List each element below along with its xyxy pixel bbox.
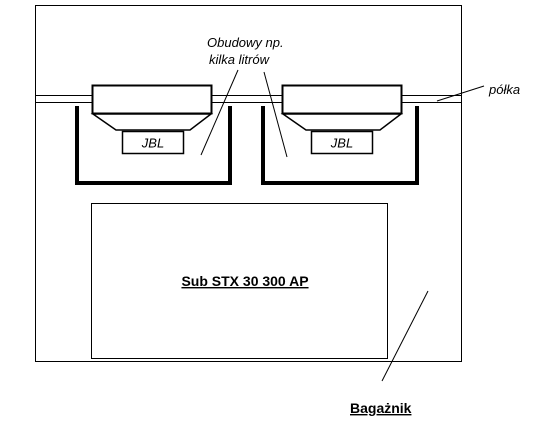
left-speaker: JBL [90, 84, 214, 155]
left-speaker-label: JBL [141, 136, 164, 151]
trunk-label: Bagażnik [350, 400, 412, 416]
enclosures-label-line2: kilka litrów [209, 52, 271, 67]
right-speaker-magnet [310, 130, 374, 155]
enclosures-leader-right [263, 71, 288, 158]
enclosures-leader-left [200, 69, 239, 156]
shelf-leader [436, 85, 485, 102]
right-speaker-frame [281, 84, 403, 115]
right-speaker-cone [280, 113, 404, 131]
right-speaker-label: JBL [330, 136, 353, 151]
trunk-leader [381, 290, 429, 382]
trunk-outline [35, 5, 462, 362]
left-speaker-magnet [121, 130, 185, 155]
left-speaker-frame [91, 84, 213, 115]
subwoofer-label: Sub STX 30 300 AP [181, 273, 308, 289]
enclosures-label-line1: Obudowy np. [207, 35, 284, 50]
right-enclosure [261, 106, 419, 185]
left-enclosure [75, 106, 232, 185]
right-speaker: JBL [280, 84, 404, 155]
left-speaker-cone [90, 113, 214, 131]
shelf-label: półka [488, 82, 520, 97]
subwoofer-box [91, 203, 388, 359]
